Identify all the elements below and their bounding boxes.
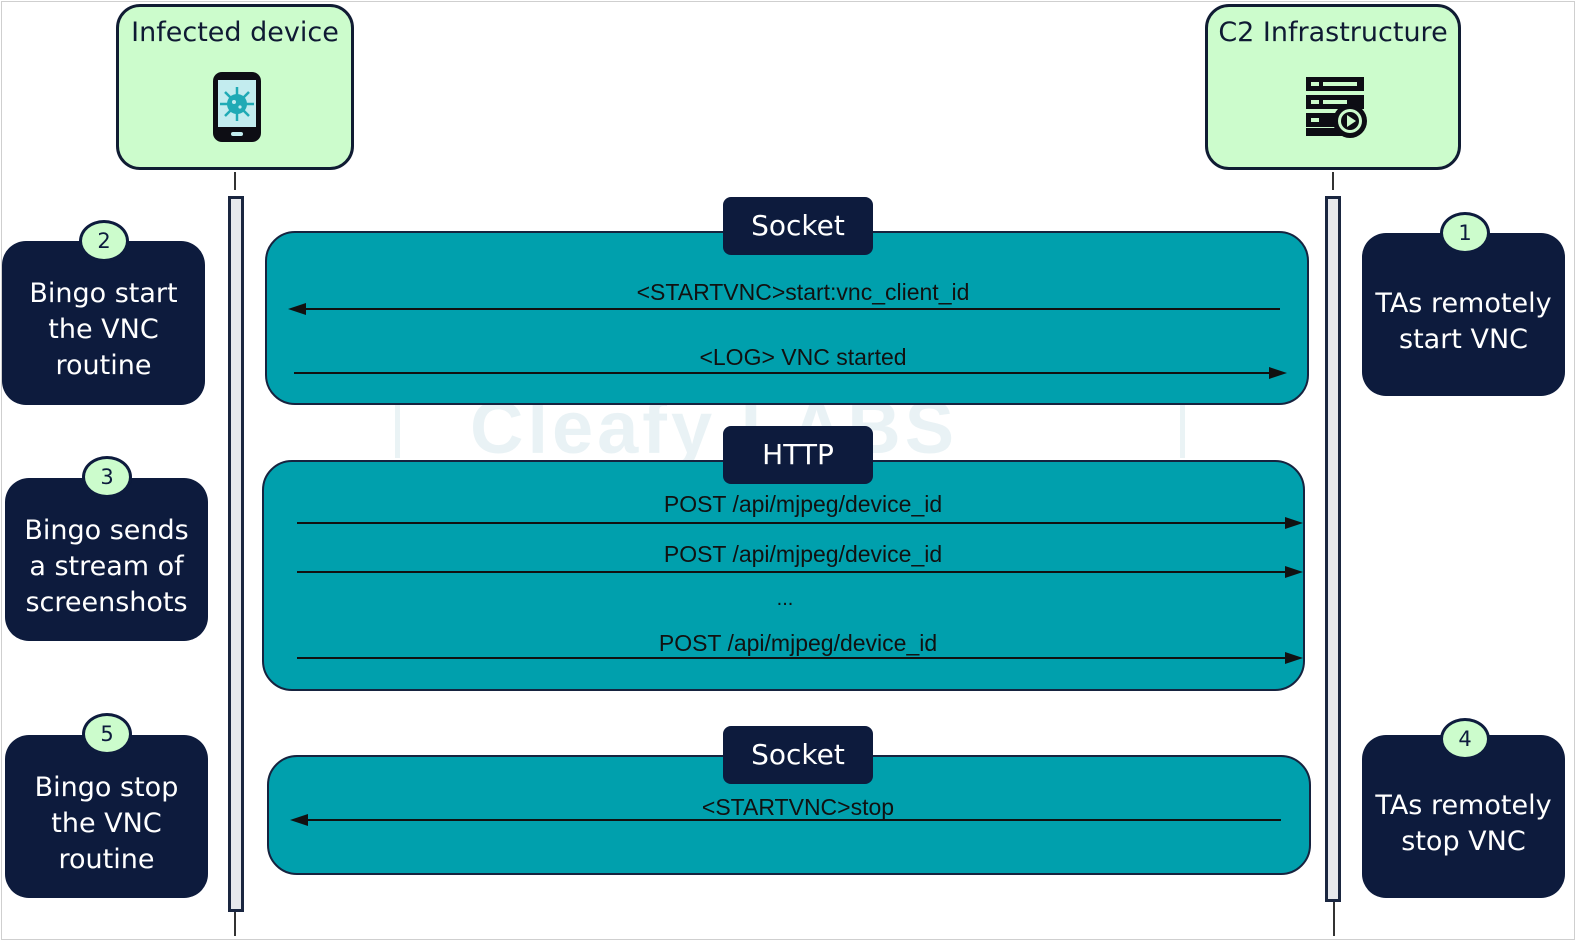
- message-ellipsis: ...: [776, 588, 794, 610]
- arrowhead: [1285, 652, 1303, 664]
- participant-c2-infrastructure: C2 Infrastructure: [1205, 4, 1461, 170]
- activation-bar-c2: [1325, 196, 1341, 902]
- group-socket-start: [265, 231, 1309, 405]
- note-step-1: TAs remotely start VNC: [1362, 233, 1565, 396]
- lifeline-c2-bottom: [1333, 902, 1335, 936]
- message-label: POST /api/mjpeg/device_id: [663, 491, 943, 517]
- lifeline-device-bottom: [234, 912, 236, 936]
- arrowhead: [1269, 367, 1287, 379]
- note-step-4: TAs remotely stop VNC: [1362, 735, 1565, 898]
- watermark-bar-left: [395, 404, 400, 458]
- watermark-bar-right: [1180, 404, 1185, 458]
- infected-phone-icon: [211, 71, 263, 148]
- lifeline-c2-top: [1332, 172, 1334, 190]
- group-label-socket: Socket: [723, 726, 873, 784]
- arrowhead: [1285, 517, 1303, 529]
- message-label: POST /api/mjpeg/device_id: [658, 630, 938, 656]
- arrowhead: [288, 303, 306, 315]
- participant-title: Infected device: [131, 17, 339, 48]
- server-play-icon: [1304, 75, 1370, 146]
- step-badge-5: 5: [82, 713, 132, 755]
- message-label: <LOG> VNC started: [699, 344, 907, 370]
- arrowhead: [1285, 566, 1303, 578]
- note-step-3: Bingo sends a stream of screenshots: [5, 478, 208, 641]
- group-label-socket: Socket: [723, 197, 873, 255]
- message-label: POST /api/mjpeg/device_id: [663, 541, 943, 567]
- group-label-http: HTTP: [723, 426, 873, 484]
- note-text: Bingo sends a stream of screenshots: [24, 514, 189, 618]
- step-badge-3: 3: [82, 456, 132, 498]
- note-step-5: Bingo stop the VNC routine: [5, 735, 208, 898]
- participant-title: C2 Infrastructure: [1218, 17, 1448, 48]
- lifeline-device-top: [234, 172, 236, 190]
- note-text: Bingo stop the VNC routine: [34, 771, 179, 875]
- participant-infected-device: Infected device: [116, 4, 354, 170]
- message-label: <STARTVNC>stop: [701, 794, 895, 820]
- note-text: TAs remotely start VNC: [1375, 287, 1552, 355]
- note-text: Bingo start the VNC routine: [29, 278, 178, 381]
- step-badge-1: 1: [1440, 212, 1490, 254]
- message-label: <STARTVNC>start:vnc_client_id: [636, 279, 970, 305]
- activation-bar-device: [228, 196, 244, 912]
- note-text: TAs remotely stop VNC: [1375, 789, 1552, 857]
- arrowhead: [290, 814, 308, 826]
- group-http: [262, 460, 1305, 691]
- step-badge-2: 2: [79, 220, 129, 262]
- step-badge-4: 4: [1440, 718, 1490, 760]
- note-step-2: Bingo start the VNC routine: [2, 241, 205, 405]
